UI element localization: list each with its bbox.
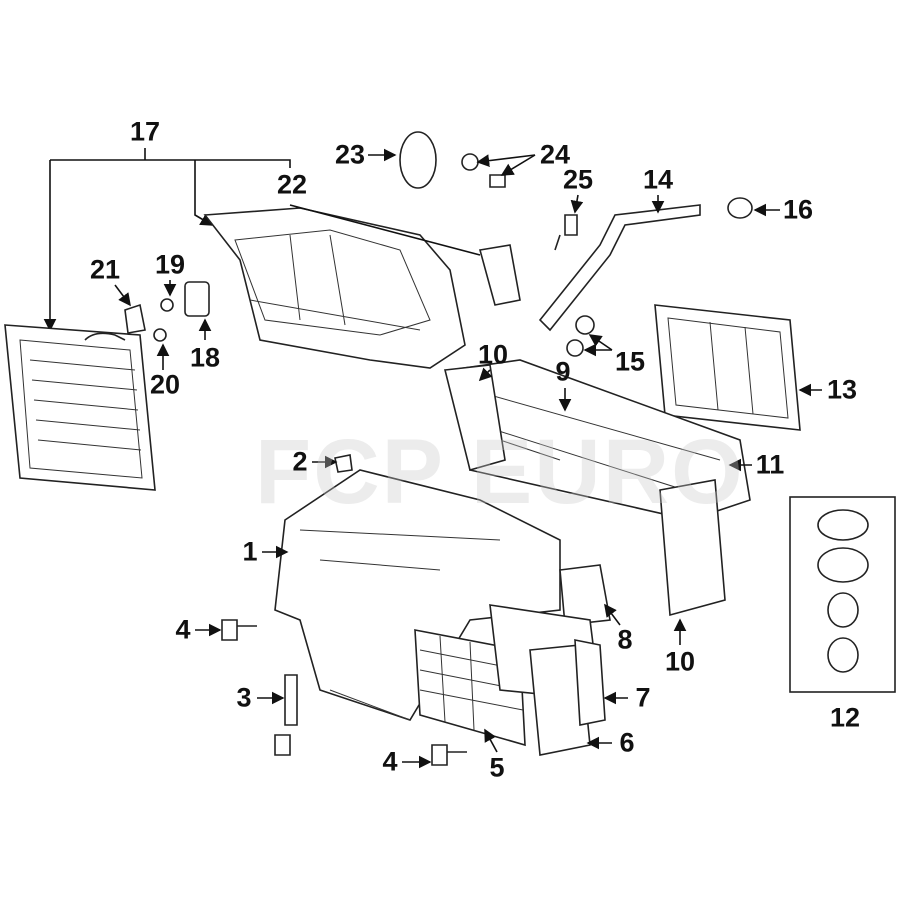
seal-15b [566,339,584,357]
callout-12: 12 [829,702,861,733]
lower-hvac-case [274,469,561,721]
expansion-valve [184,281,210,317]
callout-13: 13 [826,374,858,405]
seal-16 [727,197,753,219]
callout-25: 25 [562,164,594,195]
sensor-25 [554,214,578,251]
kit-12-box [789,496,896,693]
cover-7 [574,639,606,726]
callout-9: 9 [555,356,571,387]
callout-4-bottom: 4 [382,746,398,777]
callout-6: 6 [619,727,635,758]
callout-17-bracket [43,148,291,332]
callout-16: 16 [782,194,814,225]
callout-18: 18 [189,342,221,373]
watermark-logo: FCP EURO [255,421,745,523]
upper-hvac-case [203,207,466,369]
callout-10-upper: 10 [477,339,509,370]
callout-8: 8 [617,624,633,655]
callout-15: 15 [614,346,646,377]
callout-19: 19 [154,249,186,280]
callout-21: 21 [89,254,121,285]
callout-2: 2 [292,446,308,477]
part-22-flap [478,244,521,306]
bracket-10-lower [659,479,726,617]
callout-20: 20 [149,369,181,400]
bracket-21 [124,303,146,334]
callout-5: 5 [489,752,505,783]
callout-24: 24 [539,139,571,170]
callout-leaders [114,148,822,769]
callout-10-lower: 10 [664,646,696,677]
ac-line-14 [538,204,701,332]
screw-4a [221,619,257,641]
callout-23: 23 [334,139,366,170]
leader-22 [289,204,481,256]
callout-1: 1 [242,536,258,567]
seal-15a [575,315,595,335]
callout-14: 14 [642,164,674,195]
callout-7: 7 [635,682,651,713]
callout-11: 11 [755,449,785,480]
clip-24a [461,153,479,171]
evaporator-core [4,324,156,491]
o-ring-19 [160,298,174,312]
o-ring-20 [153,328,167,342]
actuator-8 [559,564,611,626]
callout-17: 17 [129,116,161,147]
callout-22: 22 [276,169,308,200]
bracket-10-upper [444,364,506,471]
sensor-3 [274,674,298,756]
callout-4-left: 4 [175,614,191,645]
screw-4b [431,744,467,766]
callout-3: 3 [236,682,252,713]
clip-24b [489,174,506,188]
grommet-23 [399,131,437,189]
heater-core [654,304,801,431]
